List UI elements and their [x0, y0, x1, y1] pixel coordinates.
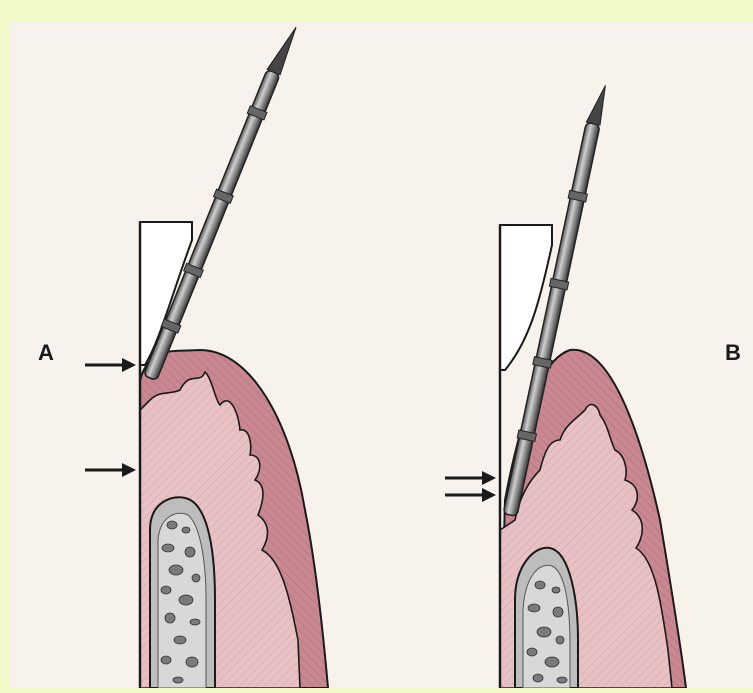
bone-marrow-b	[523, 565, 570, 688]
panel-label-a: A	[38, 340, 54, 366]
panel-label-b: B	[725, 340, 741, 366]
